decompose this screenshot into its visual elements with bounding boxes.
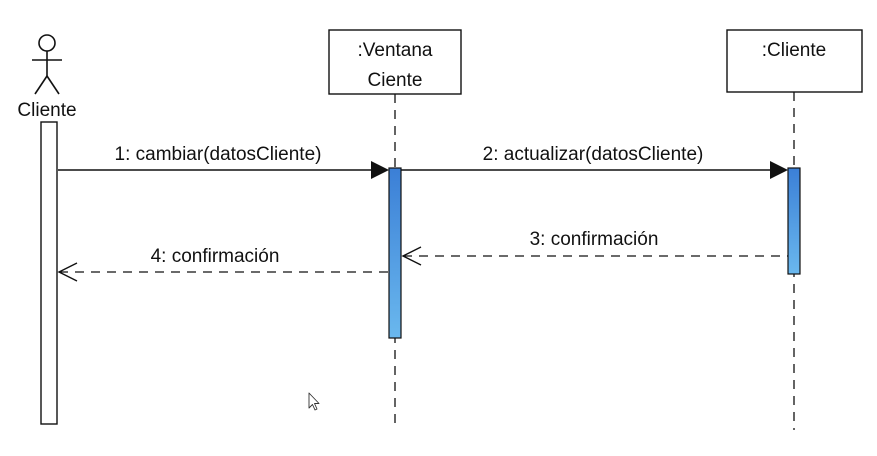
message-4: 4: confirmación: [57, 246, 389, 282]
actor-cliente: Cliente: [17, 34, 77, 121]
lifeline-ventana-label-line-2: Ciente: [368, 70, 423, 91]
lifeline-ventana-activation-bar: [388, 167, 402, 339]
message-3-open-arrowhead-icon: [401, 246, 422, 266]
message-1-label: 1: cambiar(datosCliente): [115, 144, 322, 165]
message-2-label: 2: actualizar(datosCliente): [483, 144, 704, 165]
lifeline-ventana-label-line-1: :Ventana: [357, 40, 432, 61]
lifeline-ventana-head: [328, 29, 462, 95]
lifeline-cliente: :Cliente: [726, 29, 863, 430]
lifeline-ventana: :Ventana Ciente: [328, 29, 462, 430]
message-1-arrowhead-icon: [371, 161, 389, 179]
lifeline-cliente-activation-bar: [787, 167, 801, 275]
actor-stick-figure-icon: [32, 34, 62, 95]
message-2-arrowhead-icon: [770, 161, 788, 179]
lifeline-cliente-label: :Cliente: [762, 40, 826, 61]
message-3-label: 3: confirmación: [530, 229, 659, 250]
message-4-open-arrowhead-icon: [57, 262, 78, 282]
actor-name: Cliente: [17, 100, 76, 121]
mouse-cursor-icon: [308, 392, 320, 411]
message-3: 3: confirmación: [401, 229, 788, 266]
message-2: 2: actualizar(datosCliente): [401, 144, 788, 179]
lifeline-cliente-head: [726, 29, 863, 93]
message-1: 1: cambiar(datosCliente): [58, 144, 389, 179]
message-4-label: 4: confirmación: [151, 246, 280, 267]
actor-activation-bar: [40, 121, 58, 425]
